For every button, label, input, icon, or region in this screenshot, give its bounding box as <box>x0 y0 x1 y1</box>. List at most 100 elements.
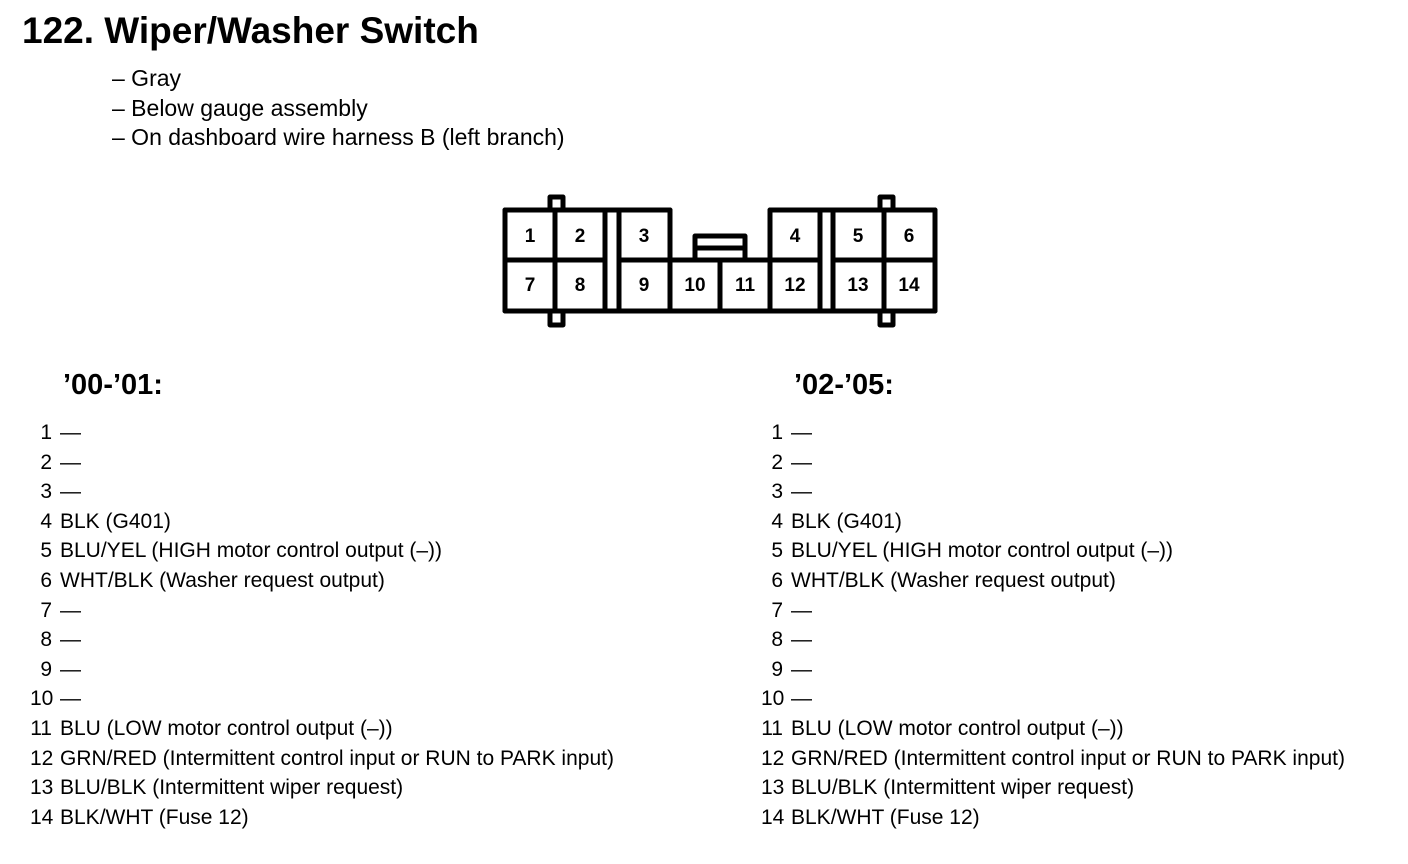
pin-number: 4 <box>771 509 783 533</box>
pin-description: BLU/YEL (HIGH motor control output (–)) <box>791 539 1174 563</box>
pin-row: 4 BLK (G401) <box>30 507 614 537</box>
pin-description: — <box>791 628 812 652</box>
pin-number: 12 <box>30 746 54 770</box>
pin-row: 9— <box>761 655 1345 685</box>
pin-label-8: 8 <box>575 275 586 296</box>
note-location: – Below gauge assembly <box>112 94 368 121</box>
pin-row: 1— <box>30 418 614 448</box>
pin-description: BLU/YEL (HIGH motor control output (–)) <box>60 539 443 563</box>
pin-number: 5 <box>771 539 783 563</box>
pin-description: GRN/RED (Intermittent control input or R… <box>60 746 614 770</box>
pin-description: GRN/RED (Intermittent control input or R… <box>791 746 1345 770</box>
pin-row: 5 BLU/YEL (HIGH motor control output (–)) <box>30 536 614 566</box>
cavity-3 <box>616 207 673 263</box>
pin-description: — <box>60 598 81 622</box>
pin-description: WHT/BLK (Washer request output) <box>60 568 385 592</box>
pin-description: BLK (G401) <box>791 509 902 533</box>
pin-number: 9 <box>771 657 783 681</box>
pin-number: 6 <box>771 568 783 592</box>
pin-description: BLU (LOW motor control output (–)) <box>60 716 393 740</box>
pin-description: BLU/BLK (Intermittent wiper request) <box>60 776 404 800</box>
pin-number: 7 <box>771 598 783 622</box>
pin-number: 6 <box>40 568 52 592</box>
pin-description: BLU/BLK (Intermittent wiper request) <box>791 776 1135 800</box>
pin-row: 3— <box>761 477 1345 507</box>
cavity-13 <box>830 257 887 314</box>
pin-label-4: 4 <box>790 226 801 247</box>
pin-row: 7— <box>30 596 614 626</box>
connector-diagram: 1 2 3 4 5 6 7 8 9 10 11 12 13 14 <box>502 194 938 328</box>
pin-description: — <box>60 657 81 681</box>
pin-label-12: 12 <box>784 275 805 296</box>
pin-description: — <box>60 628 81 652</box>
pin-number: 10 <box>761 687 785 711</box>
pin-row: 7— <box>761 596 1345 626</box>
pin-label-5: 5 <box>853 226 864 247</box>
section-heading-00-01: ’00-’01: <box>63 369 163 401</box>
pin-number: 11 <box>761 716 783 740</box>
pin-row: 8— <box>30 625 614 655</box>
pin-description: — <box>60 687 81 711</box>
pin-description: — <box>791 421 812 444</box>
note-color: – Gray <box>112 65 182 91</box>
pin-description: — <box>791 480 812 504</box>
pin-row: 4 BLK (G401) <box>761 507 1345 537</box>
pin-label-9: 9 <box>639 275 650 296</box>
pin-number: 2 <box>40 450 52 474</box>
pin-number: 8 <box>40 628 52 652</box>
pin-number: 3 <box>40 480 52 504</box>
pin-number: 14 <box>30 805 54 829</box>
pin-number: 5 <box>40 539 52 563</box>
pin-label-10: 10 <box>684 275 705 296</box>
pin-row: 10— <box>761 684 1345 714</box>
pin-description: BLK (G401) <box>60 509 171 533</box>
pin-label-3: 3 <box>639 226 650 247</box>
pin-number: 9 <box>40 657 52 681</box>
pin-description: BLK/WHT (Fuse 12) <box>60 805 249 829</box>
pin-number: 11 <box>30 716 52 740</box>
pin-number: 8 <box>771 628 783 652</box>
pin-description: — <box>60 450 81 474</box>
pin-description: — <box>791 657 812 681</box>
pin-row: 6 WHT/BLK (Washer request output) <box>30 566 614 596</box>
section-heading-02-05: ’02-’05: <box>794 369 894 401</box>
pin-row: 1— <box>761 418 1345 448</box>
note-harness: – On dashboard wire harness B (left bran… <box>112 124 565 150</box>
pin-number: 14 <box>761 805 785 829</box>
pin-number: 13 <box>30 776 54 800</box>
pin-number: 13 <box>761 776 785 800</box>
divider-right <box>817 207 836 314</box>
pin-description: — <box>791 598 812 622</box>
pin-row: 3— <box>30 477 614 507</box>
pin-number: 4 <box>40 509 52 533</box>
pin-row: 2— <box>761 448 1345 478</box>
pin-row: 9— <box>30 655 614 685</box>
pin-number: 12 <box>761 746 785 770</box>
pin-description: — <box>791 450 812 474</box>
pin-row: 11 BLU (LOW motor control output (–)) <box>30 714 614 744</box>
pin-row: 8— <box>761 625 1345 655</box>
pin-label-13: 13 <box>847 275 868 296</box>
pin-description: — <box>60 421 81 444</box>
connector-notes: – Gray – Below gauge assembly – On dashb… <box>112 64 565 153</box>
pin-number: 1 <box>40 421 52 444</box>
pin-number: 3 <box>771 480 783 504</box>
pin-label-7: 7 <box>525 275 536 296</box>
pin-number: 10 <box>30 687 54 711</box>
pin-number: 1 <box>771 421 783 444</box>
pin-description: BLK/WHT (Fuse 12) <box>791 805 980 829</box>
pin-number: 7 <box>40 598 52 622</box>
pin-label-1: 1 <box>525 226 536 247</box>
page-title: 122. Wiper/Washer Switch <box>22 10 479 51</box>
cavity-14 <box>881 257 938 314</box>
pin-row: 10— <box>30 684 614 714</box>
